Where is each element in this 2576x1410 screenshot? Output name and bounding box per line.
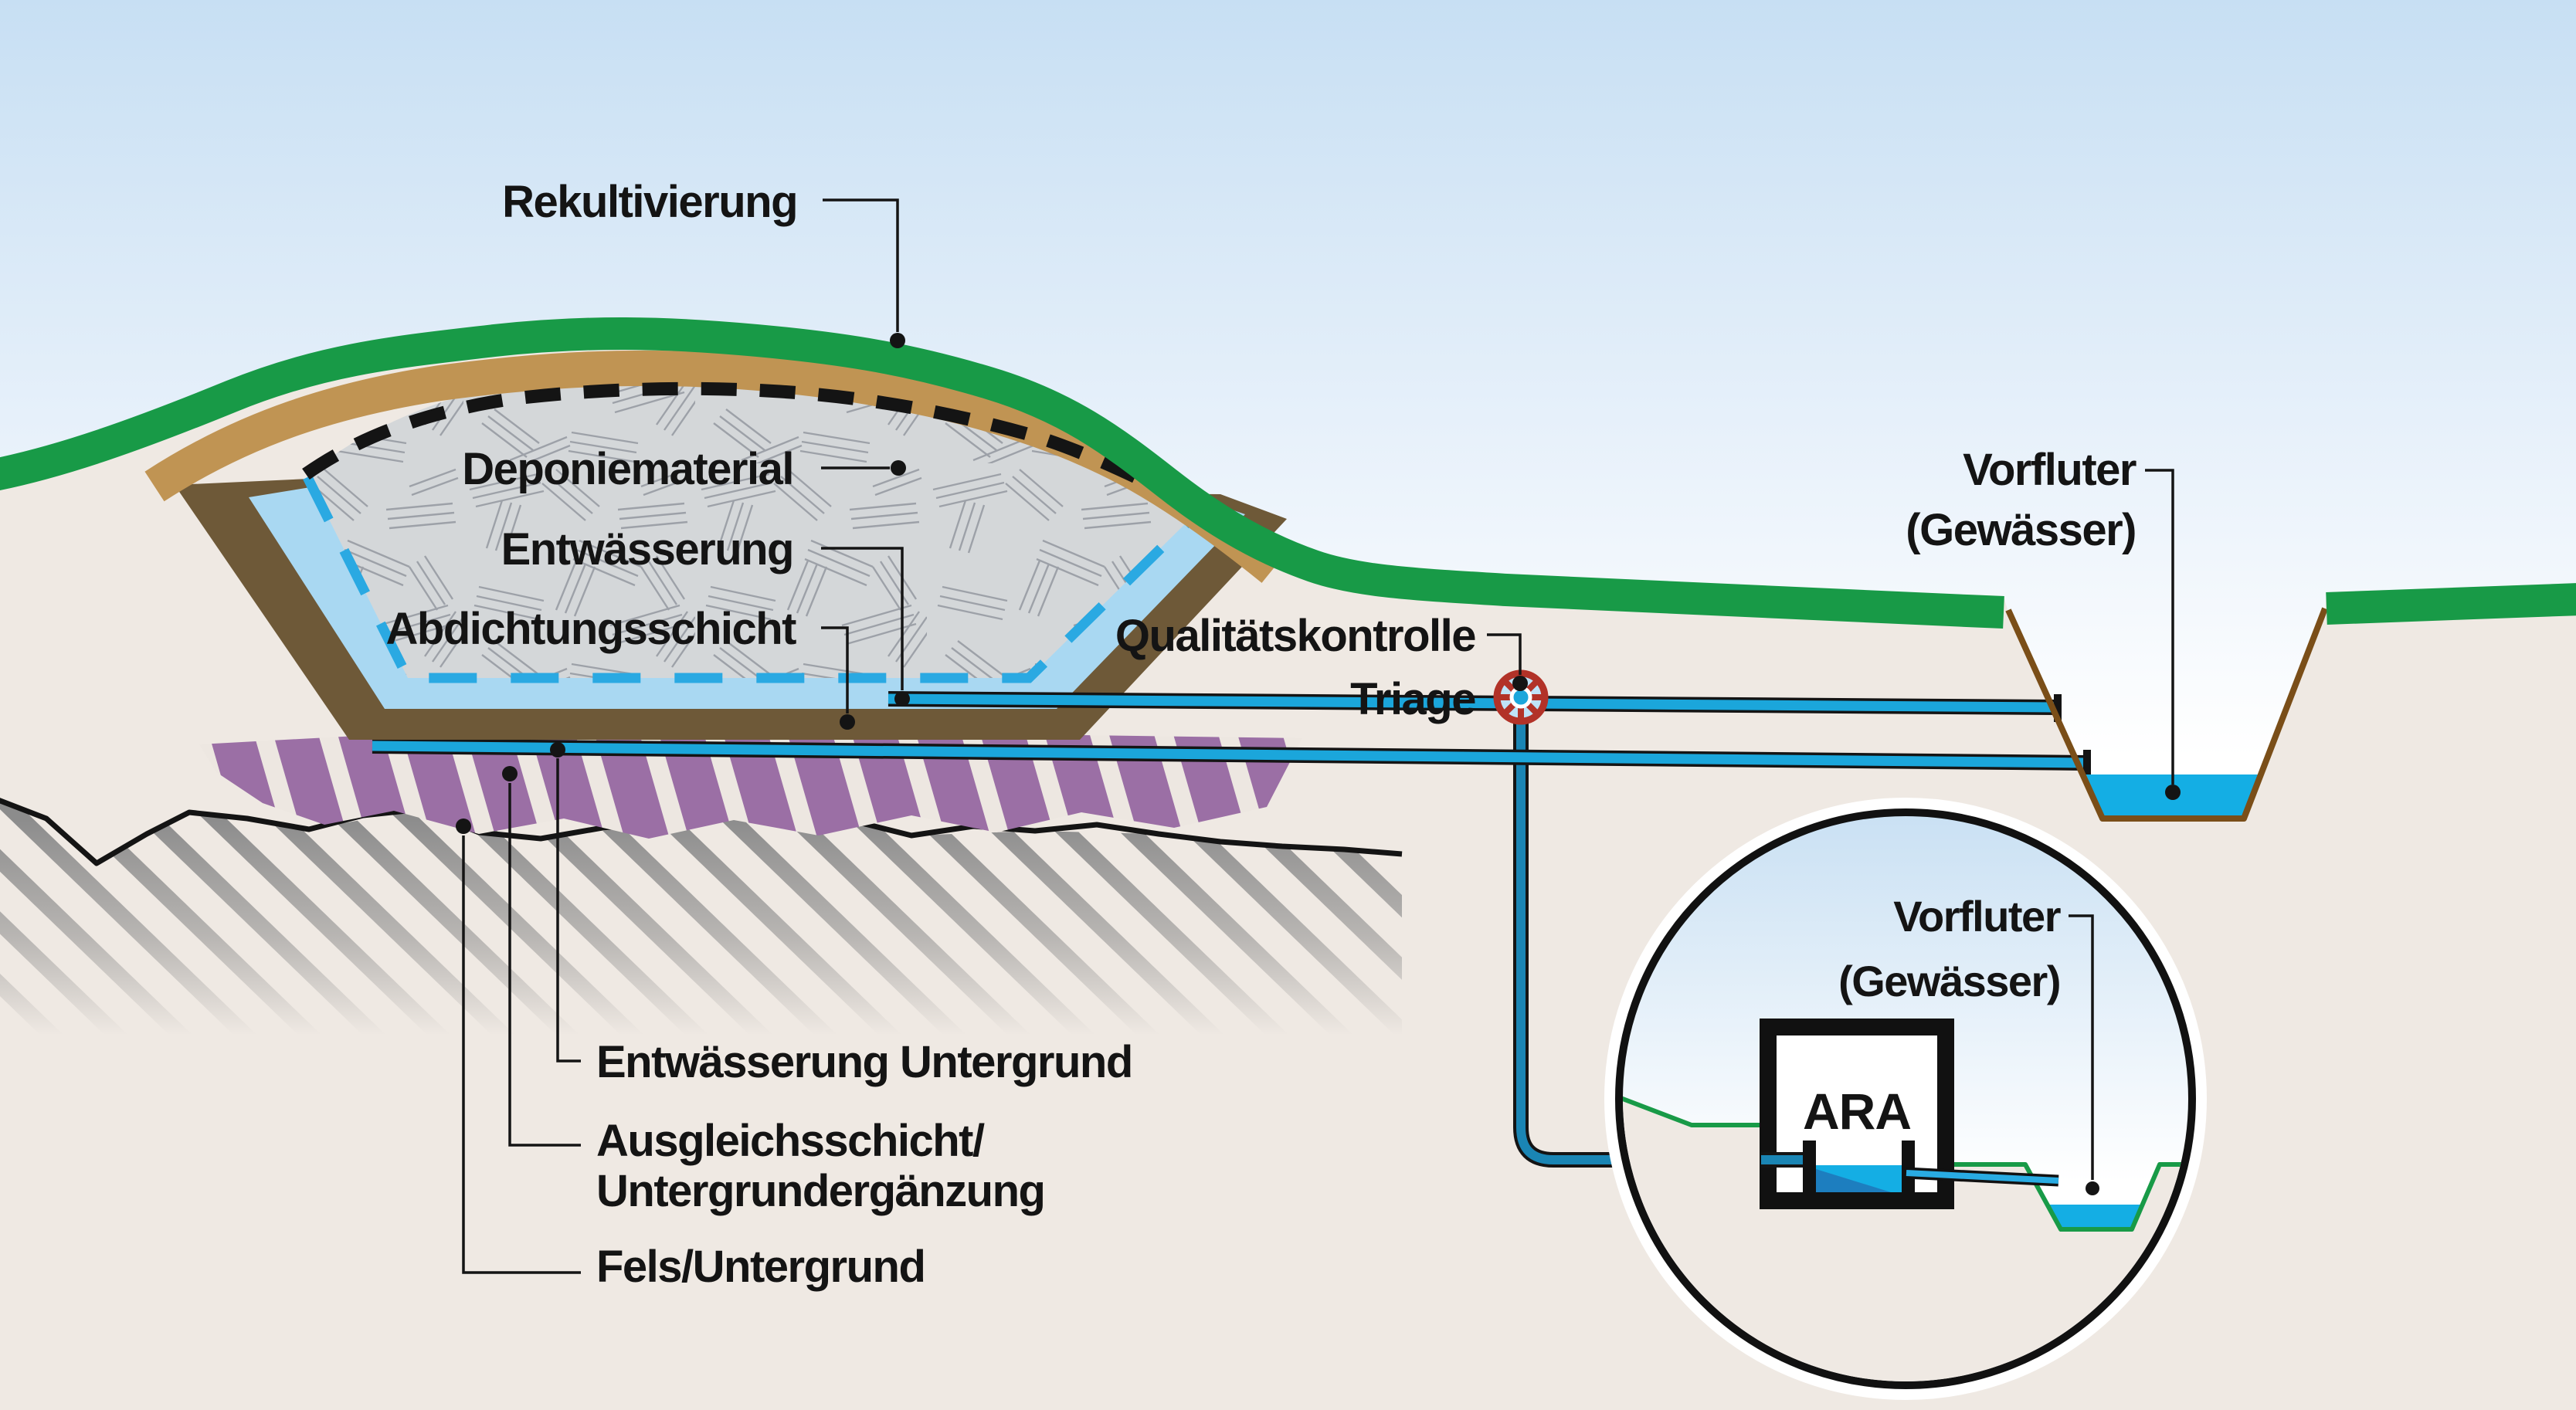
leader-dot — [550, 742, 565, 758]
vorfluter-leader — [2145, 469, 2174, 785]
rekultivierung-leader — [823, 198, 899, 332]
subsoil-drainage-pipe — [372, 738, 2091, 778]
ausgleichsschicht-label-line2: Untergrundergänzung — [596, 1166, 1044, 1216]
ara-outlet-pipe — [1906, 1167, 2059, 1187]
inset-white-ring — [1604, 798, 2207, 1400]
fels-leader — [462, 835, 581, 1274]
qualitaetskontrolle-label-line2: Triage — [1350, 674, 1475, 724]
pipe-end-cap — [2054, 694, 2062, 722]
leader-dot — [890, 333, 905, 348]
entwaesserung-untergrund-leader — [556, 758, 581, 1063]
labels: Rekultivierung Deponiematerial Entwässer… — [386, 177, 2138, 1292]
entwaesserung-leader — [821, 547, 904, 690]
leader-lines — [456, 198, 2181, 1274]
waste-body — [307, 365, 1202, 678]
entwaesserung-label: Entwässerung — [501, 524, 793, 575]
ara-baffle-left — [1803, 1141, 1816, 1192]
inset-vorfluter-label-line1: Vorfluter — [1893, 892, 2060, 941]
leader-dot — [894, 691, 910, 707]
treatment-inset: ARA Vorfluter (Gewässer) — [1604, 798, 2207, 1400]
abdichtungsschicht-label: Abdichtungsschicht — [386, 604, 797, 654]
entwaesserung-untergrund-label: Entwässerung Untergrund — [596, 1037, 1132, 1087]
ausgleichsschicht-leader — [508, 783, 581, 1147]
bedrock-fade — [0, 795, 1410, 1120]
inset-ground — [1623, 1094, 2188, 1381]
inset-trench-water — [2048, 1205, 2143, 1229]
inset-vorfluter-label-line2: (Gewässer) — [1838, 957, 2060, 1005]
cover-sealing-dashed — [302, 381, 1211, 519]
deponiematerial-label: Deponiematerial — [462, 444, 793, 494]
leader-dot — [1512, 676, 1528, 691]
leader-dot — [891, 460, 906, 476]
recultivation-green — [0, 317, 2004, 629]
qualitaetskontrolle-leader — [1487, 633, 1522, 675]
qualitaetskontrolle-label-line1: Qualitätskontrolle — [1115, 611, 1475, 661]
pipe-end-cap — [2083, 750, 2091, 778]
ara-water-deep — [1816, 1169, 1891, 1192]
leader-dot — [502, 766, 518, 781]
valve-wheel-icon — [1493, 669, 1549, 725]
leader-dot — [2086, 1181, 2099, 1195]
leader-dot — [2165, 785, 2181, 800]
inset-ground-line — [1623, 1092, 2188, 1232]
rekultivierung-label: Rekultivierung — [502, 177, 797, 227]
leader-dot — [840, 714, 855, 730]
ara-baffle-right — [1902, 1141, 1915, 1192]
grass-right-of-trench — [2326, 583, 2576, 625]
pipe-to-treatment — [1513, 717, 1806, 1168]
leachate-pipe — [888, 691, 2062, 722]
fels-untergrund-label: Fels/Untergrund — [596, 1242, 925, 1292]
vorfluter-label-line1: Vorfluter — [1963, 445, 2136, 495]
ausgleichsschicht-label-line1: Ausgleichsschicht/ — [596, 1116, 985, 1166]
drainage-boundary-dashed — [303, 475, 1206, 683]
leader-dot — [456, 819, 471, 834]
ara-label: ARA — [1803, 1083, 1911, 1140]
abdichtungsschicht-leader — [821, 626, 849, 713]
inset-vorfluter-leader — [2069, 914, 2094, 1180]
vorfluter-label-line2: (Gewässer) — [1906, 505, 2136, 555]
